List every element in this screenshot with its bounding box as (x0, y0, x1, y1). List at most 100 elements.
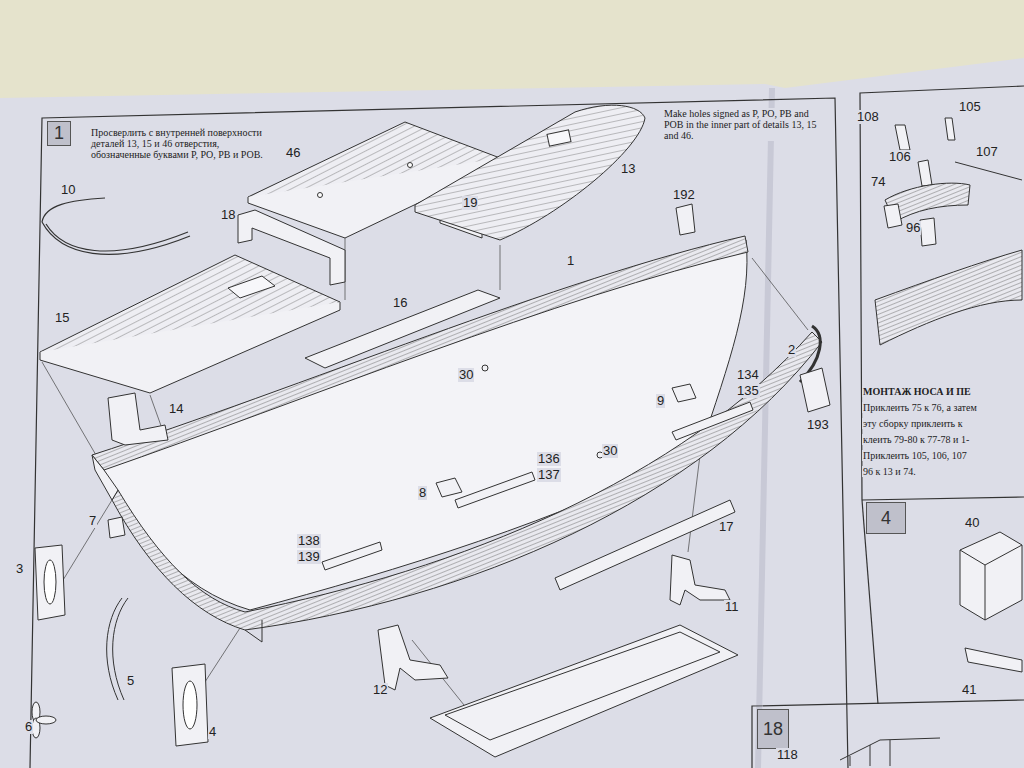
callout-number: 108 (856, 110, 880, 124)
instruction-text: Приклеить 75 к 76, а затем (862, 402, 978, 413)
deck-15 (228, 276, 275, 298)
display-stand (378, 555, 738, 757)
callout-number: 2 (787, 343, 796, 357)
display-stand (430, 625, 738, 757)
callout-number: 135 (736, 384, 760, 398)
small-parts (482, 365, 488, 371)
hull (92, 236, 822, 642)
photo-background (758, 88, 772, 768)
display-stand (670, 555, 730, 605)
step-number: 1 (54, 123, 64, 144)
bow-assembly (920, 218, 936, 246)
instruction-text: клеить 79-80 к 77-78 и 1- (862, 434, 970, 445)
step-18-parts (850, 756, 851, 766)
callout-number: 137 (537, 468, 561, 482)
small-parts (108, 517, 125, 538)
deck-46 (408, 163, 413, 168)
step-4-parts (985, 565, 986, 620)
step-4-parts (960, 532, 1022, 672)
small-parts (322, 542, 382, 570)
callout-number: 19 (462, 196, 478, 210)
callout-number: 41 (961, 683, 977, 697)
rail-10 (42, 198, 105, 222)
hull (92, 236, 748, 470)
step-frame (30, 98, 848, 768)
callout-number: 134 (736, 368, 760, 382)
callout-number: 11 (724, 600, 740, 614)
callout-number: 106 (888, 150, 912, 164)
small-parts (555, 500, 735, 590)
callout-number: 12 (372, 683, 388, 697)
rail-10 (46, 224, 188, 251)
step-frame (862, 497, 1024, 500)
callout-number: 107 (975, 145, 999, 159)
step-frame (752, 700, 1024, 768)
step-number: 4 (881, 508, 891, 529)
step-18-parts (890, 740, 891, 766)
callout-number: 40 (964, 516, 980, 530)
rudder-parts (44, 560, 56, 604)
instruction-text: эту сборку приклеить к (862, 418, 964, 429)
deck-13 (415, 105, 645, 240)
callout-number: 136 (537, 452, 561, 466)
bow-assembly (884, 204, 902, 228)
small-parts (672, 384, 696, 402)
callout-number: 30 (602, 444, 618, 458)
bow-assembly (875, 250, 1022, 345)
rudder-parts (36, 716, 56, 724)
callout-number: 193 (806, 418, 830, 432)
instruction-text: Просверлить с внутренней поверхности дет… (90, 127, 277, 160)
callout-number: 8 (418, 486, 427, 500)
callout-number: 7 (88, 514, 97, 528)
step-number-box: 1 (47, 121, 71, 146)
rail-10 (42, 198, 190, 254)
bow-assembly (875, 118, 1022, 345)
callout-number: 46 (285, 146, 301, 160)
step-18-parts (840, 738, 940, 766)
step-number-box: 4 (866, 502, 906, 534)
small-parts (108, 393, 168, 445)
hull (92, 455, 118, 500)
callout-number: 15 (54, 311, 70, 325)
deck-46 (318, 193, 323, 198)
step-number-box: 18 (757, 709, 789, 749)
callout-number: 13 (620, 162, 636, 176)
leader-line (42, 362, 100, 462)
callout-number: 138 (297, 534, 321, 548)
callout-number: 10 (60, 183, 76, 197)
bow-assembly (945, 118, 955, 140)
deck-13 (415, 105, 645, 240)
rudder-parts (35, 545, 65, 620)
leader-line (60, 500, 112, 585)
callout-number: 16 (392, 296, 408, 310)
callout-number: 6 (24, 720, 33, 734)
callout-number: 1 (566, 254, 575, 268)
deck-15 (40, 255, 340, 393)
step-frame (30, 86, 1024, 768)
step-18-parts (870, 745, 871, 766)
instruction-text: МОНТАЖ НОСА И ПЕ (862, 386, 972, 397)
step-4-parts (960, 532, 1022, 620)
small-parts (455, 472, 535, 508)
small-parts (800, 368, 830, 412)
rail-10 (42, 222, 190, 254)
rudder-parts (32, 545, 208, 746)
bow-assembly (918, 160, 932, 186)
deck-15 (40, 302, 340, 393)
callout-number: 74 (870, 175, 886, 189)
photo-background (0, 58, 1024, 768)
callout-number: 3 (15, 562, 24, 576)
callout-number: 192 (672, 188, 696, 202)
small-parts (108, 204, 830, 590)
bow-assembly (895, 125, 910, 150)
small-parts (436, 478, 462, 497)
leader-line (752, 258, 808, 330)
instruction-text: Приклеить 105, 106, 107 (862, 450, 968, 461)
step-frame (860, 86, 1024, 500)
deck-13 (547, 130, 571, 146)
hull (245, 620, 262, 642)
callout-number: 5 (126, 674, 135, 688)
callout-number: 118 (776, 748, 799, 762)
